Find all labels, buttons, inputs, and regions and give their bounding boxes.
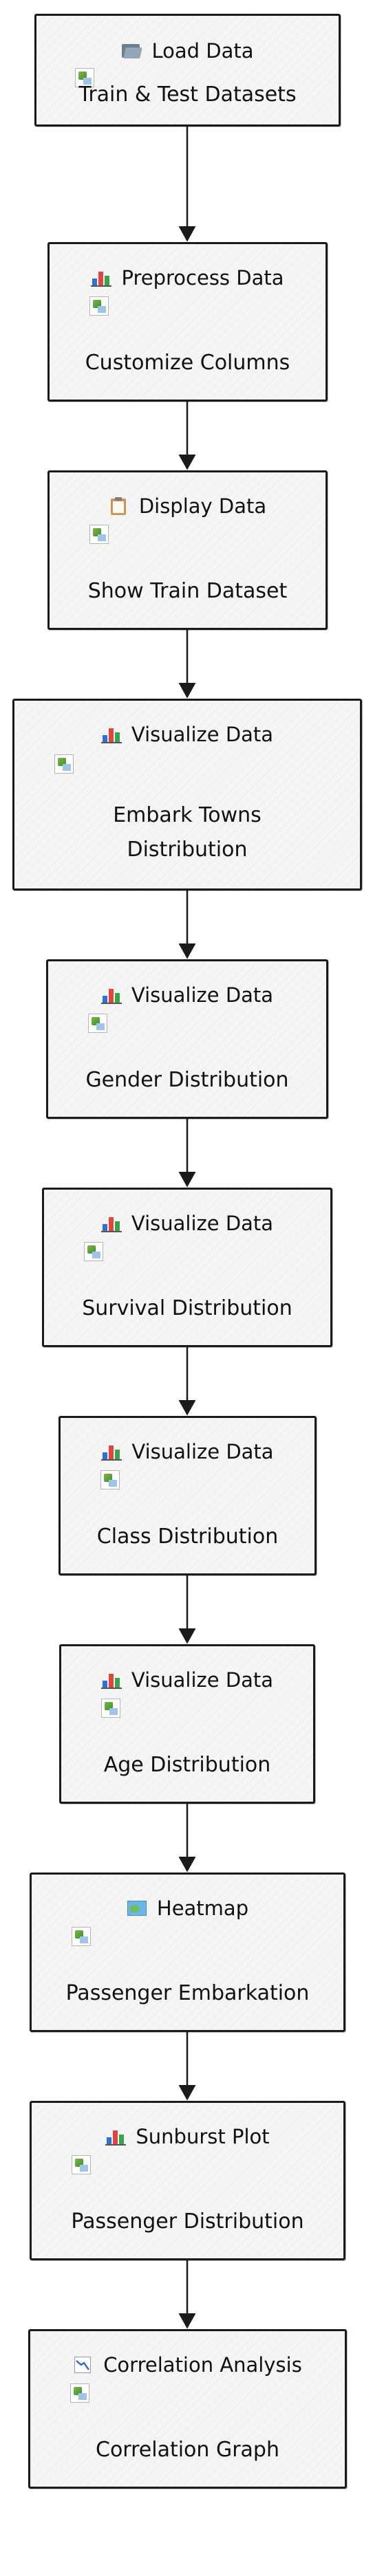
node-visualize-survival[interactable]: Visualize Data Survival Distribution	[42, 1188, 332, 1347]
node-title: Visualize Data	[131, 1212, 274, 1235]
node-header: Visualize Data	[61, 1439, 314, 1465]
node-subtitle: Passenger Distribution	[32, 2205, 343, 2239]
node-title: Visualize Data	[131, 723, 274, 746]
node-subtitle-line: Age Distribution	[103, 1753, 271, 1777]
node-visualize-embark-towns[interactable]: Visualize Data Embark Towns Distribution	[12, 699, 362, 891]
node-title: Display Data	[138, 494, 267, 518]
node-title: Preprocess Data	[121, 266, 284, 290]
node-subtitle-line: Correlation Graph	[96, 2438, 279, 2462]
node-correlation-analysis[interactable]: Correlation Analysis Correlation Graph	[28, 2329, 347, 2489]
node-subtitle: Customize Columns	[50, 346, 326, 380]
node-subtitle: Gender Distribution	[48, 1063, 326, 1098]
map-icon	[127, 1899, 147, 1917]
node-header: Sunburst Plot	[32, 2124, 343, 2150]
broken-image-icon	[72, 2155, 91, 2174]
bar-chart-icon	[100, 1214, 122, 1232]
node-title: Load Data	[151, 39, 254, 63]
node-header: Correlation Analysis	[30, 2352, 345, 2378]
node-visualize-gender[interactable]: Visualize Data Gender Distribution	[46, 959, 328, 1119]
node-subtitle-line: Distribution	[127, 838, 248, 862]
node-header: Visualize Data	[44, 1210, 330, 1236]
node-header: Heatmap	[32, 1895, 343, 1921]
broken-image-icon	[54, 754, 74, 774]
broken-image-icon	[72, 1927, 91, 1946]
node-subtitle-line: Class Distribution	[96, 1525, 279, 1549]
broken-image-icon	[70, 2383, 89, 2403]
broken-image-icon	[88, 1014, 107, 1033]
node-heatmap[interactable]: Heatmap Passenger Embarkation	[30, 1873, 345, 2032]
node-subtitle-line: Gender Distribution	[85, 1068, 289, 1092]
node-subtitle-line: Customize Columns	[85, 351, 290, 375]
node-visualize-age[interactable]: Visualize Data Age Distribution	[59, 1644, 315, 1804]
node-display-data[interactable]: Display Data Show Train Dataset	[47, 470, 328, 630]
broken-image-icon	[75, 68, 94, 87]
bar-chart-icon	[91, 269, 112, 287]
node-header: Visualize Data	[14, 721, 360, 747]
node-subtitle: Embark Towns Distribution	[14, 798, 360, 867]
broken-image-icon	[101, 1699, 120, 1718]
node-title: Visualize Data	[131, 1440, 274, 1463]
node-header: Preprocess Data	[50, 265, 326, 291]
node-header: Visualize Data	[61, 1667, 313, 1693]
clipboard-icon	[109, 497, 129, 515]
node-subtitle: Correlation Graph	[30, 2433, 345, 2467]
bar-chart-icon	[100, 986, 122, 1004]
node-title: Correlation Analysis	[103, 2353, 302, 2377]
broken-image-icon	[89, 296, 109, 316]
node-subtitle: Passenger Embarkation	[32, 1976, 343, 2011]
node-subtitle: Show Train Dataset	[50, 574, 326, 609]
node-subtitle-line: Embark Towns	[113, 803, 262, 827]
folder-icon	[121, 42, 143, 60]
bar-chart-icon	[100, 725, 122, 743]
node-subtitle-line: Passenger Embarkation	[65, 1981, 310, 2005]
node-visualize-class[interactable]: Visualize Data Class Distribution	[58, 1416, 317, 1575]
node-title: Visualize Data	[131, 983, 274, 1007]
bar-chart-icon	[100, 1671, 122, 1689]
node-title: Visualize Data	[131, 1668, 274, 1692]
node-header: Visualize Data	[48, 982, 326, 1008]
node-preprocess-data[interactable]: Preprocess Data Customize Columns	[47, 242, 328, 402]
bar-chart-icon	[101, 1443, 122, 1461]
node-header: Load Data	[36, 38, 339, 64]
node-subtitle-line: Survival Distribution	[82, 1296, 292, 1320]
node-subtitle-line: Passenger Distribution	[71, 2209, 304, 2234]
node-subtitle: Class Distribution	[61, 1520, 314, 1554]
node-load-data[interactable]: Load Data Train & Test Datasets	[34, 14, 341, 127]
chart-decreasing-icon	[73, 2356, 94, 2374]
node-subtitle-line: Train & Test Datasets	[78, 83, 297, 107]
node-subtitle: Survival Distribution	[44, 1291, 330, 1326]
bar-chart-icon	[105, 2128, 127, 2146]
broken-image-icon	[100, 1470, 120, 1489]
broken-image-icon	[84, 1242, 103, 1261]
node-title: Sunburst Plot	[136, 2125, 270, 2148]
node-subtitle: Age Distribution	[61, 1748, 313, 1782]
broken-image-icon	[89, 525, 109, 544]
node-subtitle-line: Show Train Dataset	[87, 579, 288, 603]
node-sunburst-plot[interactable]: Sunburst Plot Passenger Distribution	[30, 2101, 345, 2260]
node-subtitle: Train & Test Datasets	[36, 78, 339, 112]
node-title: Heatmap	[156, 1897, 249, 1920]
node-header: Display Data	[50, 493, 326, 519]
